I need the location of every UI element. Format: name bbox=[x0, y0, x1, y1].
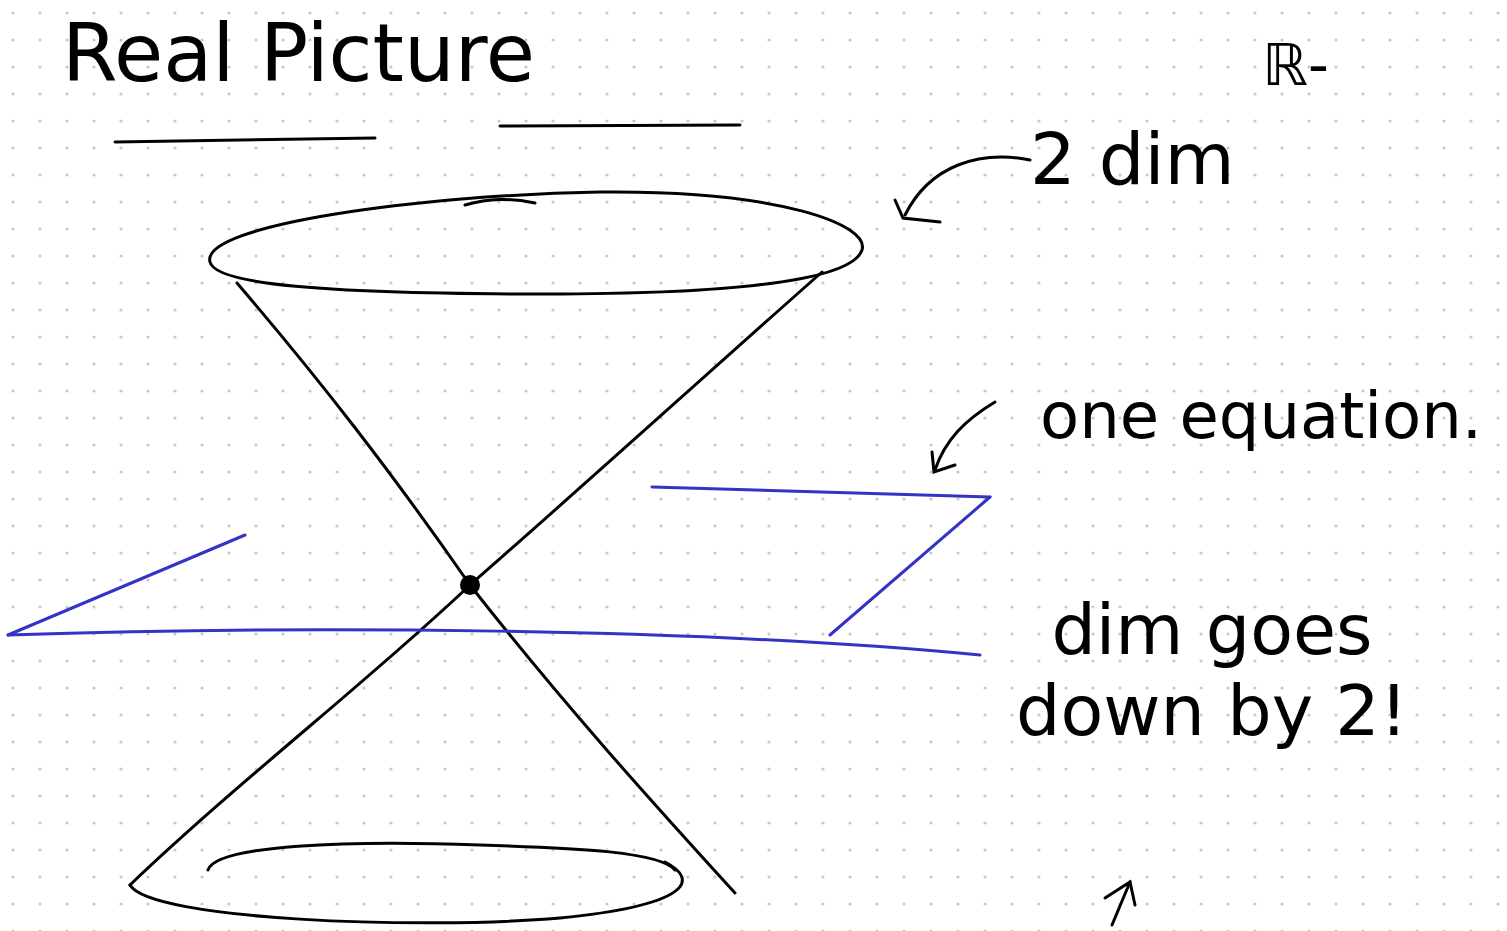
note-title: Real Picture bbox=[62, 8, 535, 100]
arrows bbox=[895, 157, 1135, 925]
handwritten-note: one equation. bbox=[1040, 380, 1482, 454]
plane bbox=[8, 487, 990, 655]
handwritten-note: dim goes down by 2! bbox=[972, 590, 1452, 751]
title-underline bbox=[115, 125, 740, 142]
double-cone bbox=[130, 192, 862, 923]
handwritten-note: ℝ- bbox=[1262, 32, 1329, 99]
handwritten-note: 2 dim bbox=[1030, 118, 1235, 201]
